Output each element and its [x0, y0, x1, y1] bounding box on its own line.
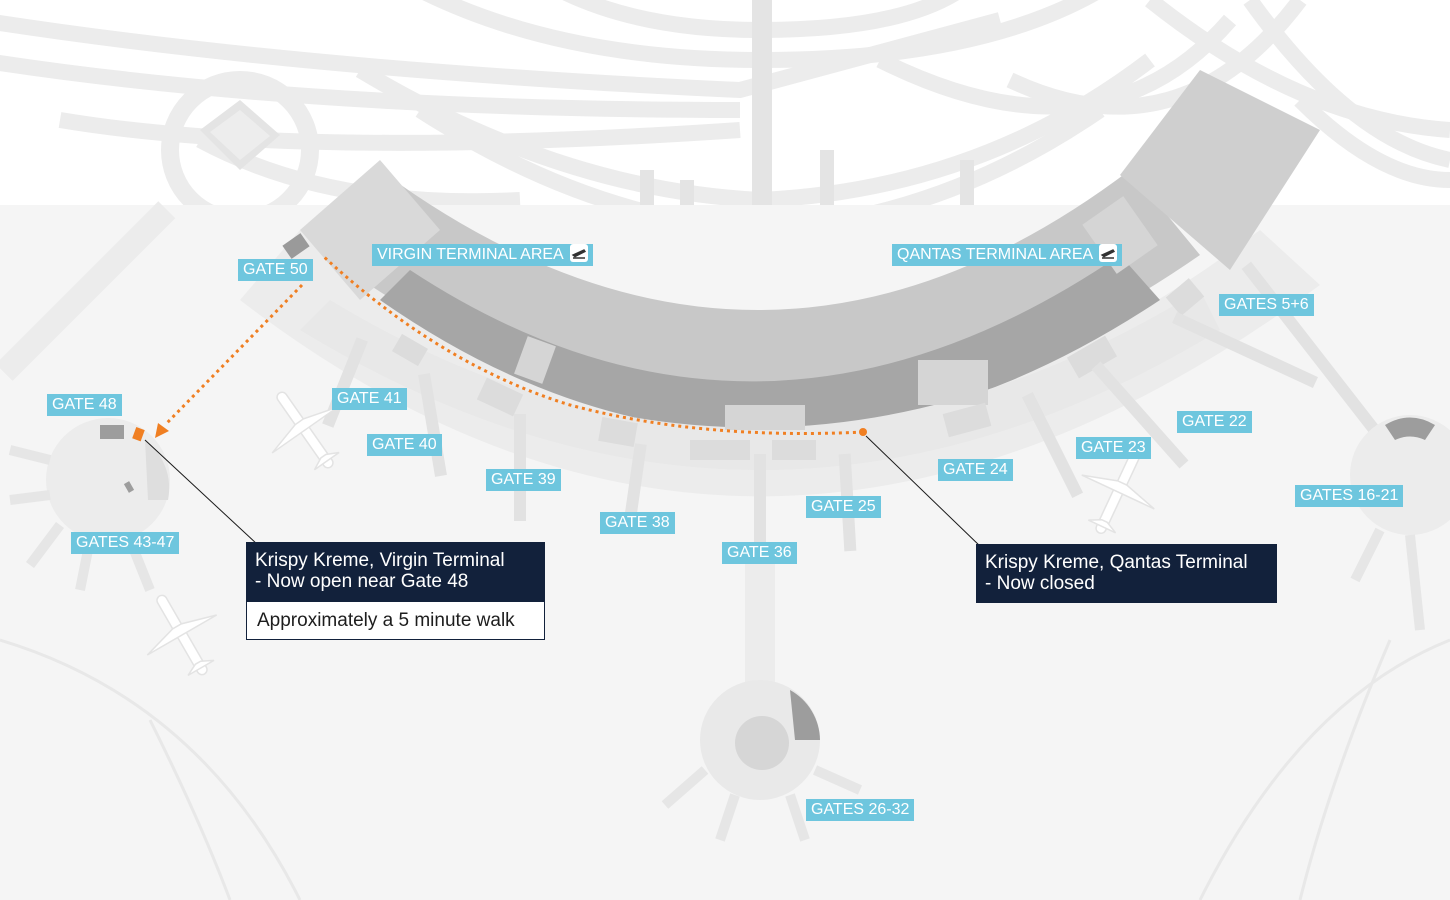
area-label-qantas[interactable]: QANTAS TERMINAL AREA: [892, 244, 1123, 266]
gates-26-32-satellite: [661, 680, 863, 842]
gate-label-16-21[interactable]: GATES 16-21: [1295, 485, 1404, 507]
gate-label-43-47[interactable]: GATES 43-47: [71, 532, 180, 554]
taxiway-lines: [0, 638, 1450, 900]
area-label-qantas-text: QANTAS TERMINAL AREA: [897, 246, 1094, 263]
gate-label-26-32[interactable]: GATES 26-32: [806, 799, 915, 821]
krispy-kreme-virgin-callout: Krispy Kreme, Virgin Terminal - Now open…: [246, 542, 545, 601]
terminal-details: [514, 196, 1158, 430]
gate-50-building: [282, 233, 310, 259]
aircraft-icons: [146, 391, 1155, 677]
gate-lounges: [392, 278, 1205, 460]
qantas-wing: [1120, 70, 1320, 270]
gate-label-39[interactable]: GATE 39: [486, 469, 561, 491]
virgin-wing: [300, 160, 440, 300]
departures-icon: [569, 244, 588, 262]
gate-label-50[interactable]: GATE 50: [238, 259, 313, 281]
krispy-kreme-qantas-callout: Krispy Kreme, Qantas Terminal - Now clos…: [976, 544, 1277, 603]
south-pier: [745, 560, 775, 700]
callout-virgin-line1: Krispy Kreme, Virgin Terminal: [255, 550, 505, 571]
walk-time-note: Approximately a 5 minute walk: [246, 601, 545, 640]
gate-label-24[interactable]: GATE 24: [938, 459, 1013, 481]
gate-label-36[interactable]: GATE 36: [722, 542, 797, 564]
route-arrow-head: [155, 423, 169, 438]
gate-label-41[interactable]: GATE 41: [332, 388, 407, 410]
gate-label-40[interactable]: GATE 40: [367, 434, 442, 456]
area-label-virgin[interactable]: VIRGIN TERMINAL AREA: [372, 244, 593, 266]
callout-virgin-line2: - Now open near Gate 48: [255, 571, 469, 592]
krispy-kreme-qantas-marker: [859, 428, 867, 436]
walking-route-to-gate-48: [163, 283, 304, 427]
gate-label-48[interactable]: GATE 48: [47, 394, 122, 416]
gate-label-23[interactable]: GATE 23: [1076, 437, 1151, 459]
krispy-kreme-virgin-marker: [132, 426, 145, 442]
gate-label-22[interactable]: GATE 22: [1177, 411, 1252, 433]
departures-icon: [1099, 244, 1118, 262]
callout-qantas-line1: Krispy Kreme, Qantas Terminal: [985, 552, 1248, 573]
parking-building: [200, 100, 280, 170]
gates-43-47-satellite: [8, 418, 170, 592]
walking-route: [320, 253, 864, 435]
gate-label-38[interactable]: GATE 38: [600, 512, 675, 534]
gate-label-25[interactable]: GATE 25: [806, 496, 881, 518]
west-pier: [0, 201, 176, 381]
virgin-callout-leader: [144, 439, 259, 546]
qantas-callout-leader: [865, 435, 983, 549]
area-label-virgin-text: VIRGIN TERMINAL AREA: [377, 246, 564, 263]
gate-label-5-6[interactable]: GATES 5+6: [1219, 294, 1314, 316]
callout-qantas-line2: - Now closed: [985, 573, 1095, 594]
